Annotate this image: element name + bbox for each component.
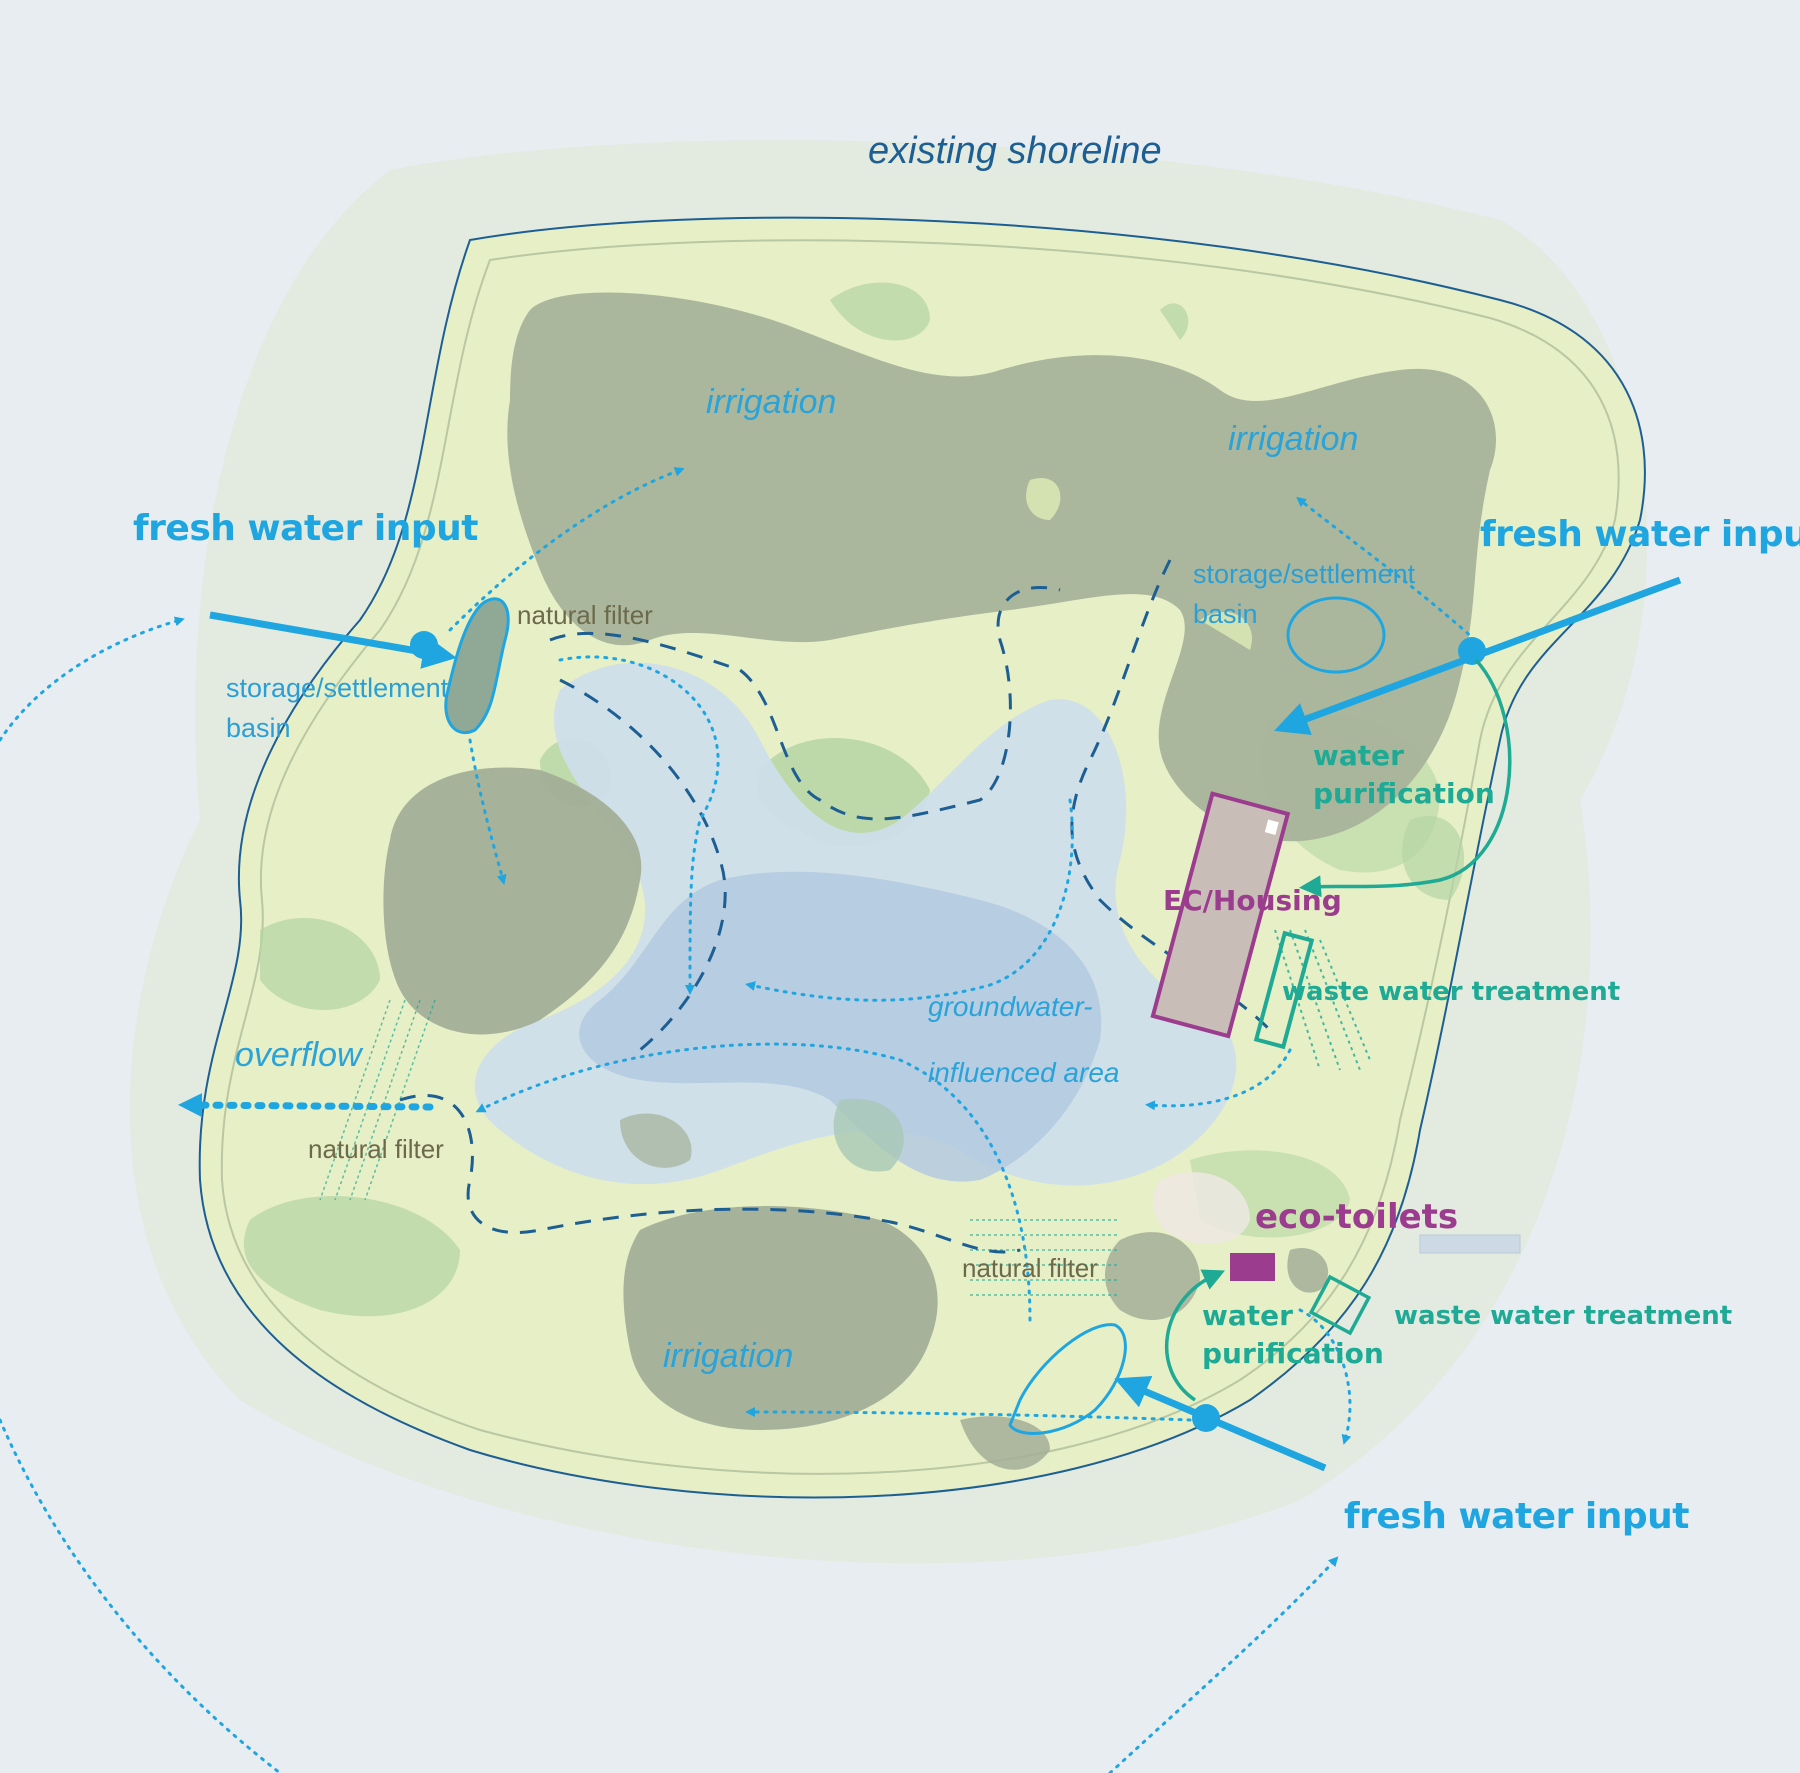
inlet-node-west [410,631,438,659]
flow-basin-down [468,738,507,885]
lake-islet [620,1113,692,1168]
irrigation-label-ne: irrigation [1228,420,1359,458]
flow-groundwater-arc [475,1042,1032,1322]
irrigation-label-nw: irrigation [706,383,837,421]
fresh-water-arrow-south [1114,1376,1327,1472]
groundwater-label-1: groundwater- [928,991,1093,1022]
overflow-arrow [178,1093,434,1118]
purification-arc-south [1164,1269,1226,1402]
irrigation-label-s: irrigation [663,1337,794,1375]
flow-to-irrigation-nw [448,467,685,632]
storage-basin-label-w-2: basin [226,713,291,743]
vegetation-clump [1287,1248,1329,1293]
groundwater-label-2: influenced area [928,1057,1120,1088]
natural-filter-west-hatch [319,999,436,1201]
waste-water-bed-east [1253,930,1315,1050]
waste-water-treatment-label-e: waste water treatment [1282,977,1621,1007]
waste-water-bed-south [1308,1274,1372,1336]
storage-basin-label-e-2: basin [1193,599,1258,629]
flow-east-to-lake [1145,1048,1292,1111]
inlet-node-east [1458,637,1486,665]
overflow-label: overflow [235,1036,362,1074]
vegetation-clump [1105,1232,1200,1320]
central-lake-deep [579,871,1102,1182]
storage-basin-label-w-1: storage/settlement [226,673,449,703]
flow-outer-west [0,616,185,742]
natural-filter-south-hatch [970,1219,1120,1296]
vegetation-south [623,1206,938,1430]
storage-basin-label-e-1: storage/settlement [1193,559,1416,589]
ec-housing-label: EC/Housing [1163,884,1342,917]
eco-toilet-block [1230,1253,1275,1281]
flow-to-irrigation-s [745,1407,1192,1422]
natural-filter-label-s: natural filter [962,1253,1098,1283]
fresh-water-input-label-east: fresh water input [1480,514,1800,555]
water-purification-label-s-2: purification [1202,1337,1384,1370]
natural-filter-label-w: natural filter [308,1134,444,1164]
eco-toilet-plaza [1153,1172,1250,1244]
inlet-node-south [1192,1404,1220,1432]
vegetation-clump [1200,611,1252,650]
eco-toilets-label: eco-toilets [1255,1197,1459,1237]
natural-filter-label-nw: natural filter [517,600,653,630]
green-patch [260,918,380,1010]
storage-basin-south [1008,1323,1127,1435]
ec-housing-building [1150,791,1291,1039]
green-patch [243,1196,460,1317]
dotted-flows [0,467,1477,1773]
green-patch [830,282,930,341]
flow-toilets [1298,1308,1352,1445]
water-purification-label-e-2: purification [1313,777,1495,810]
shoreline-inner [220,239,1620,1475]
vegetation-north [507,292,1496,842]
vegetation-clump [960,1416,1050,1470]
fresh-water-arrow-west [209,611,457,669]
natural-filter-east-hatch [1274,929,1371,1071]
water-purification-label-e-1: water [1313,739,1404,772]
flow-lake-center [745,798,1074,1002]
fresh-water-input-label-south: fresh water input [1344,1496,1689,1537]
waste-water-treatment-label-s: waste water treatment [1394,1301,1733,1331]
green-patch [1160,303,1189,340]
vegetation-clump [1026,478,1061,520]
lake-islet [833,1098,904,1172]
storage-basin-east [1286,596,1386,674]
vegetation-west [383,767,642,1035]
water-purification-label-s-1: water [1202,1299,1293,1332]
purification-arc-east [1299,658,1512,898]
flow-outer-southwest [0,1418,282,1773]
flow-outer-southeast [1108,1556,1339,1773]
fresh-water-input-label-west: fresh water input [133,508,478,549]
jetty [1419,1234,1521,1254]
flow-to-irrigation-ne [1296,496,1477,642]
existing-shoreline-label: existing shoreline [868,130,1162,172]
